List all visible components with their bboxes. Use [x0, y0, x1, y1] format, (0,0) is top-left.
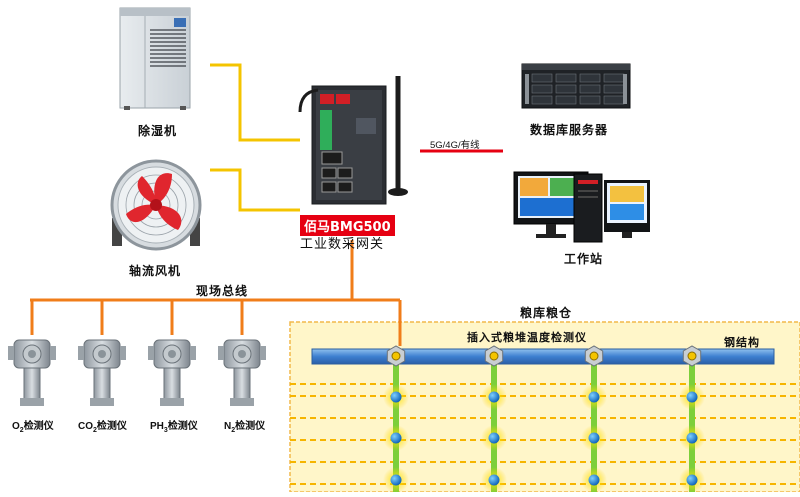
gas-sensors — [8, 339, 267, 407]
steel-beam — [311, 348, 775, 365]
dehumidifier-image — [119, 7, 191, 110]
temperature-probe — [679, 345, 705, 493]
temperature-probe — [383, 345, 409, 493]
gateway-brand-label: 佰马BMG500 — [300, 215, 395, 236]
sensor-label-ph3: PH3检测仪 — [150, 421, 198, 434]
steel-structure-label: 钢结构 — [724, 337, 760, 349]
dehumidifier-label: 除湿机 — [138, 124, 178, 138]
field-bus-label: 现场总线 — [196, 284, 249, 298]
gateway-image — [298, 76, 408, 205]
network-link-label: 5G/4G/有线 — [430, 140, 480, 151]
temperature-probes — [383, 345, 705, 493]
sensor-label-o2: O2检测仪 — [12, 421, 54, 434]
axial-fan-image — [110, 159, 202, 251]
temperature-probe — [581, 345, 607, 493]
sensor-label-co2: CO2检测仪 — [78, 421, 127, 434]
granary-title: 粮库粮仓 — [520, 306, 573, 320]
workstation-image — [513, 171, 650, 243]
axial-fan-label: 轴流风机 — [129, 264, 182, 278]
probe-label: 插入式粮堆温度检测仪 — [467, 332, 587, 344]
database-server-label: 数据库服务器 — [530, 123, 609, 137]
database-server-image — [521, 63, 631, 109]
temperature-probe — [481, 345, 507, 493]
device-links — [210, 63, 300, 212]
sensor-label-n2: N2检测仪 — [224, 421, 266, 434]
field-bus — [30, 240, 402, 346]
workstation-label: 工作站 — [564, 252, 604, 266]
gateway-subtitle: 工业数采网关 — [300, 236, 385, 251]
